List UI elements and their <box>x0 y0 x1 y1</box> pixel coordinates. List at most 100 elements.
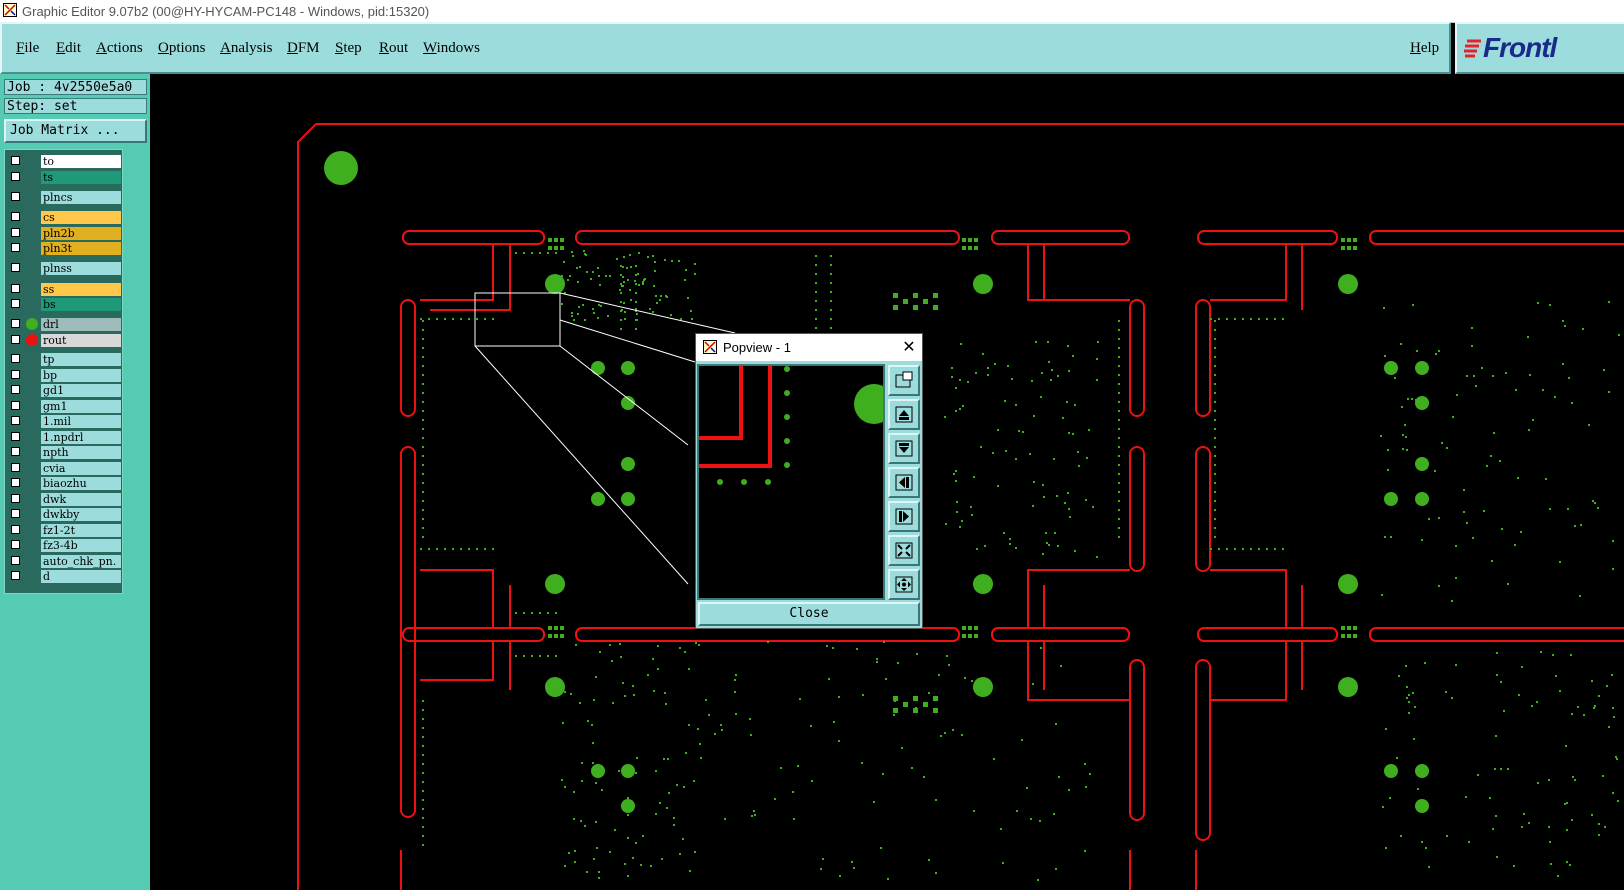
menu-analysis[interactable]: Analysis <box>220 40 273 56</box>
via-dot <box>1282 318 1284 320</box>
layer-checkbox[interactable] <box>11 478 20 487</box>
layer-row-tp[interactable]: tp <box>8 353 121 366</box>
layer-row-1-npdrl[interactable]: 1.npdrl <box>8 431 121 444</box>
menu-dfm[interactable]: DFM <box>287 40 320 56</box>
layer-checkbox[interactable] <box>11 432 20 441</box>
popview-canvas[interactable] <box>697 364 885 600</box>
via-dot <box>1537 302 1539 304</box>
layer-checkbox[interactable] <box>11 335 20 344</box>
via-dot <box>630 299 632 301</box>
layer-checkbox[interactable] <box>11 447 20 456</box>
layer-row-ss[interactable]: ss <box>8 283 121 296</box>
layer-checkbox[interactable] <box>11 192 20 201</box>
layer-checkbox[interactable] <box>11 556 20 565</box>
layer-name: gd1 <box>41 384 121 397</box>
layer-row-pln3t[interactable]: pln3t <box>8 242 121 255</box>
via-dot <box>584 253 586 255</box>
layer-row-to[interactable]: to <box>8 155 121 168</box>
via-dot <box>422 374 424 376</box>
layer-row-gm1[interactable]: gm1 <box>8 400 121 413</box>
layer-row-plnss[interactable]: plnss <box>8 262 121 275</box>
layer-checkbox[interactable] <box>11 401 20 410</box>
popview-close-button[interactable]: Close <box>698 602 920 626</box>
layer-row-bs[interactable]: bs <box>8 298 121 311</box>
zoom-fit-button[interactable] <box>888 535 920 566</box>
via-dot <box>531 655 533 657</box>
layer-checkbox[interactable] <box>11 319 20 328</box>
layer-row-bp[interactable]: bp <box>8 369 121 382</box>
via-dot <box>590 278 592 280</box>
via-dot <box>1118 518 1120 520</box>
layer-row-plncs[interactable]: plncs <box>8 191 121 204</box>
pan-down-button[interactable] <box>888 433 920 464</box>
layer-row-pln2b[interactable]: pln2b <box>8 227 121 240</box>
layer-row-npth[interactable]: npth <box>8 446 121 459</box>
via-dot <box>822 858 824 860</box>
close-icon[interactable]: ✕ <box>902 337 916 356</box>
menu-file[interactable]: File <box>16 40 40 56</box>
via-dot <box>810 725 812 727</box>
layer-row-ts[interactable]: ts <box>8 171 121 184</box>
via-dot <box>1528 429 1530 431</box>
layer-checkbox[interactable] <box>11 212 20 221</box>
layer-row-dwk[interactable]: dwk <box>8 493 121 506</box>
pan-right-button[interactable] <box>888 501 920 532</box>
menu-rout[interactable]: Rout <box>379 40 409 56</box>
layer-name: plncs <box>41 191 121 204</box>
layer-row-biaozhu[interactable]: biaozhu <box>8 477 121 490</box>
layer-checkbox[interactable] <box>11 416 20 425</box>
via-dot <box>714 733 716 735</box>
layer-checkbox[interactable] <box>11 299 20 308</box>
layer-checkbox[interactable] <box>11 228 20 237</box>
layer-row-d[interactable]: d <box>8 570 121 583</box>
via-dot <box>1040 647 1042 649</box>
via-dot <box>749 718 751 720</box>
menu-edit[interactable]: Edit <box>56 40 82 56</box>
via-dot <box>1033 481 1035 483</box>
pan-left-button[interactable] <box>888 467 920 498</box>
layer-row-auto-chk-pn-[interactable]: auto_chk_pn. <box>8 555 121 568</box>
layer-checkbox[interactable] <box>11 540 20 549</box>
via-dot <box>946 655 948 657</box>
layer-row-cvia[interactable]: cvia <box>8 462 121 475</box>
layer-row-gd1[interactable]: gd1 <box>8 384 121 397</box>
via-dot <box>1057 375 1059 377</box>
pan-all-button[interactable] <box>888 569 920 600</box>
via-dot <box>830 291 832 293</box>
layer-row-fz1-2t[interactable]: fz1-2t <box>8 524 121 537</box>
via-dot <box>1577 706 1579 708</box>
layer-checkbox[interactable] <box>11 463 20 472</box>
layer-checkbox[interactable] <box>11 525 20 534</box>
layer-row-1-mil[interactable]: 1.mil <box>8 415 121 428</box>
layer-checkbox[interactable] <box>11 385 20 394</box>
popview-title-bar[interactable]: Popview - 1 ✕ <box>696 334 922 361</box>
zoom-in-button[interactable] <box>888 365 920 396</box>
layer-checkbox[interactable] <box>11 494 20 503</box>
layer-checkbox[interactable] <box>11 509 20 518</box>
layer-checkbox[interactable] <box>11 284 20 293</box>
menu-help[interactable]: Help <box>1410 40 1440 56</box>
menu-options[interactable]: Options <box>158 40 206 56</box>
layer-row-dwkby[interactable]: dwkby <box>8 508 121 521</box>
layer-row-fz3-4b[interactable]: fz3-4b <box>8 539 121 552</box>
layer-checkbox[interactable] <box>11 370 20 379</box>
layer-checkbox[interactable] <box>11 156 20 165</box>
layer-checkbox[interactable] <box>11 243 20 252</box>
layer-checkbox[interactable] <box>11 571 20 580</box>
job-matrix-button[interactable]: Job Matrix ... <box>4 119 147 143</box>
layer-name: drl <box>41 318 121 331</box>
menu-windows[interactable]: Windows <box>423 40 480 56</box>
layer-checkbox[interactable] <box>11 172 20 181</box>
via-dot <box>422 700 424 702</box>
menu-actions[interactable]: Actions <box>96 40 143 56</box>
layer-row-rout[interactable]: rout <box>8 334 121 347</box>
layer-row-drl[interactable]: drl <box>8 318 121 331</box>
layer-row-cs[interactable]: cs <box>8 211 121 224</box>
menu-step[interactable]: Step <box>335 40 362 56</box>
layer-checkbox[interactable] <box>11 263 20 272</box>
via-dot <box>1118 329 1120 331</box>
via-dot <box>894 700 896 702</box>
layer-checkbox[interactable] <box>11 354 20 363</box>
via-dot <box>973 476 975 478</box>
pan-up-button[interactable] <box>888 399 920 430</box>
